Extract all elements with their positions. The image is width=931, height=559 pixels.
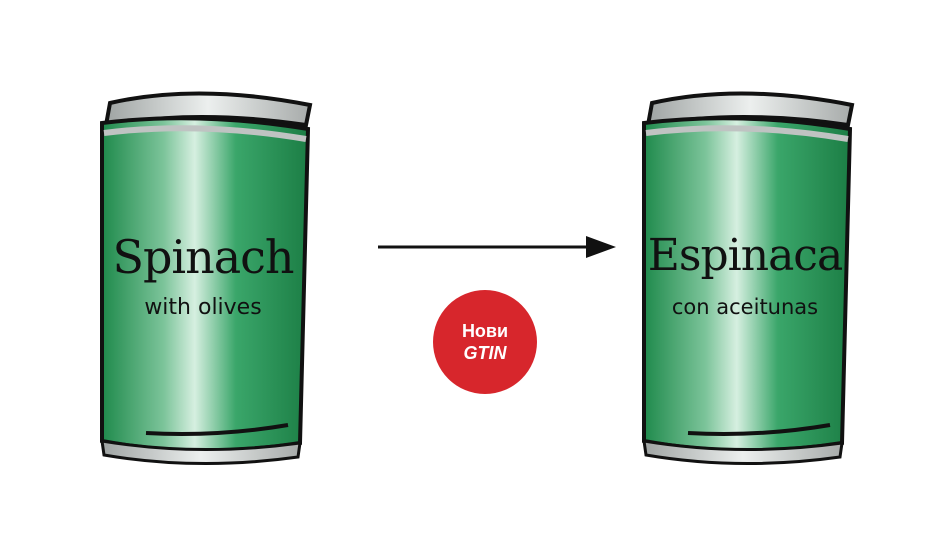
badge-line1: Нови xyxy=(461,321,509,341)
can-subtitle: con aceitunas xyxy=(671,295,819,319)
can-subtitle: with olives xyxy=(144,295,262,320)
badge-line2: GTIN xyxy=(463,343,507,363)
can-title: Espinaca xyxy=(647,230,843,281)
can-espinaca: Espinaca con aceitunas xyxy=(630,85,860,475)
can-title: Spinach xyxy=(112,230,294,284)
can-illustration xyxy=(100,91,313,465)
can-spinach: Spinach with olives xyxy=(88,85,318,475)
new-gtin-badge: Нови GTIN xyxy=(433,290,537,394)
can-illustration xyxy=(642,91,855,465)
right-arrow-icon xyxy=(378,236,616,258)
